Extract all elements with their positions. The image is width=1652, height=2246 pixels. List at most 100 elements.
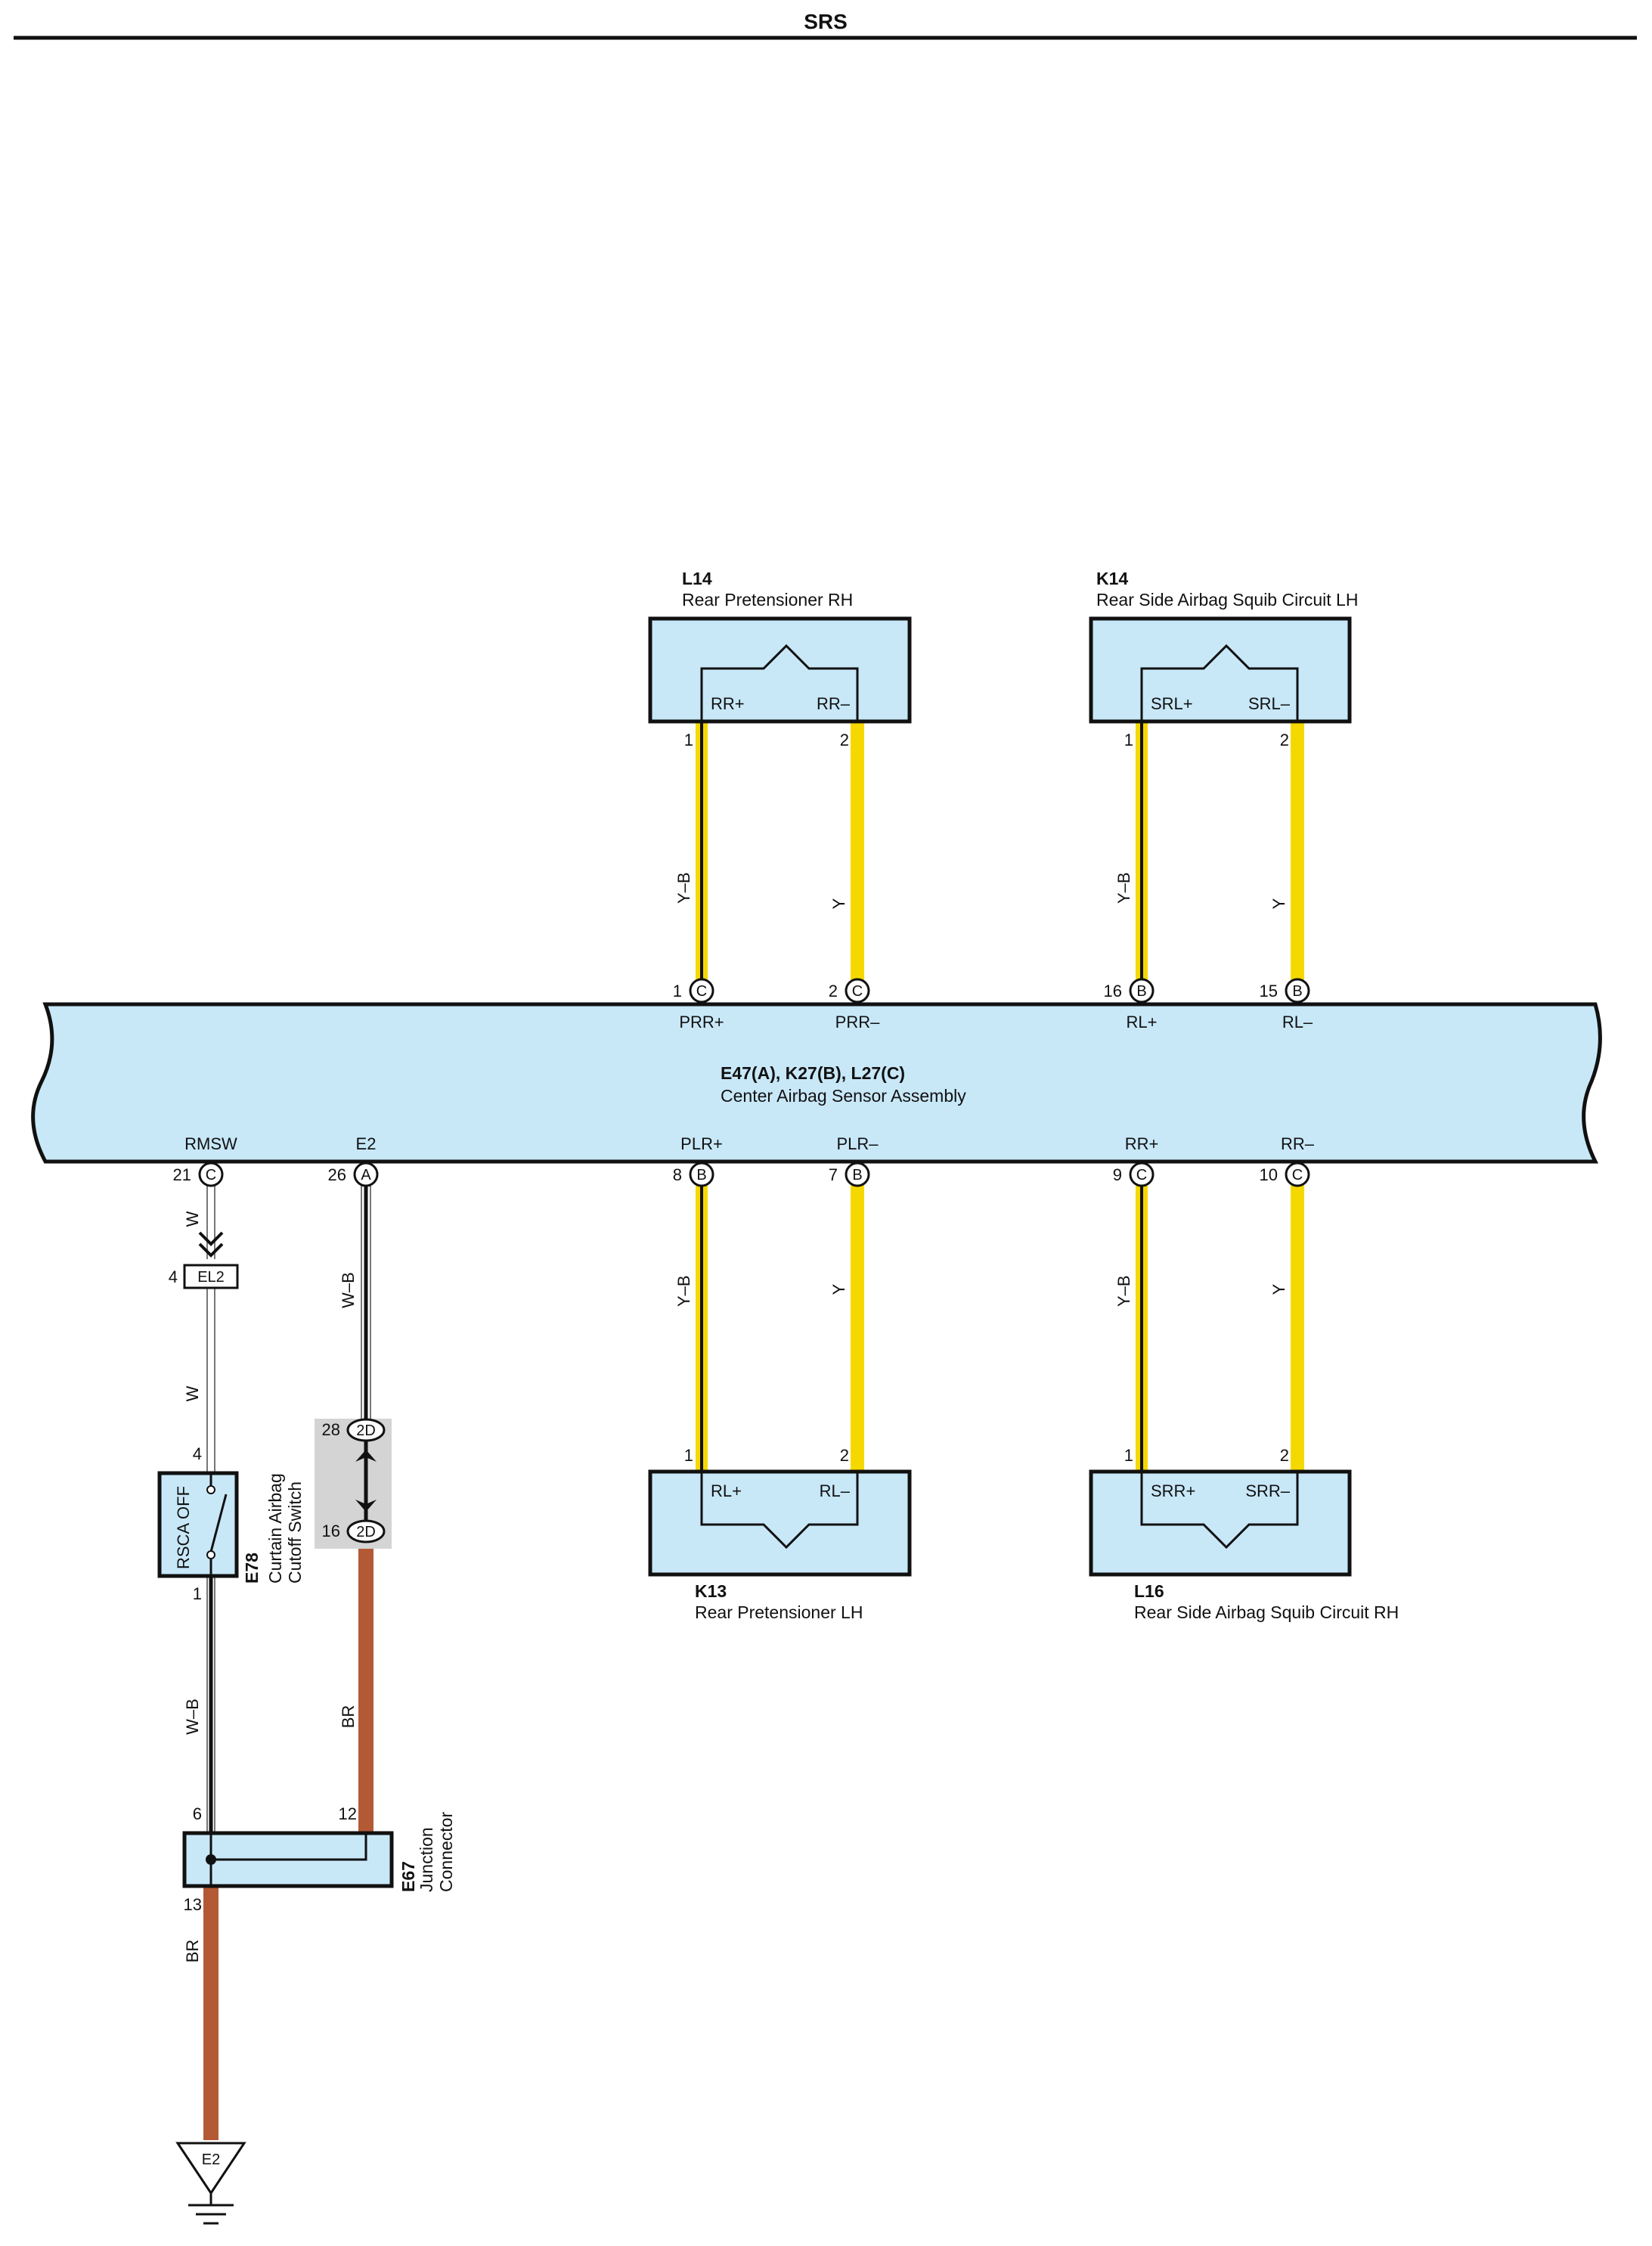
jc-pin-right: 12 — [339, 1804, 357, 1823]
ecu-pin-top-1: C 1 — [673, 978, 714, 1004]
svg-text:16: 16 — [322, 1522, 340, 1540]
svg-text:C: C — [206, 1167, 216, 1183]
k14-pin2: 2 — [1280, 731, 1289, 749]
ecu-code: E47(A), K27(B), L27(C) — [721, 1063, 905, 1083]
l14-name: Rear Pretensioner RH — [682, 590, 853, 610]
k13-term1: RL+ — [711, 1481, 742, 1500]
switch-pin-bottom: 1 — [193, 1584, 202, 1603]
k13-name: Rear Pretensioner LH — [695, 1602, 863, 1622]
ecu-pin-bottom-21: C 21 — [173, 1162, 224, 1187]
svg-text:4: 4 — [169, 1267, 178, 1286]
k13-term2: RL– — [820, 1481, 851, 1500]
k14-code: K14 — [1096, 569, 1128, 588]
svg-text:2D: 2D — [356, 1524, 376, 1540]
svg-text:16: 16 — [1104, 982, 1122, 1000]
ecu-terminal-plr-minus: PLR– — [836, 1134, 879, 1153]
ecu-terminal-prr-minus: PRR– — [835, 1013, 880, 1031]
svg-text:9: 9 — [1113, 1165, 1122, 1184]
l16-pin2: 2 — [1280, 1446, 1289, 1465]
svg-text:21: 21 — [173, 1165, 191, 1184]
svg-text:2D: 2D — [356, 1422, 376, 1439]
k14-pin1: 1 — [1124, 731, 1133, 749]
br-wire-color: BR — [339, 1705, 358, 1729]
l16-code: L16 — [1134, 1581, 1164, 1601]
l16-term2: SRR– — [1245, 1481, 1290, 1500]
svg-text:C: C — [1292, 1167, 1303, 1183]
svg-text:2: 2 — [829, 982, 838, 1000]
svg-text:7: 7 — [829, 1165, 838, 1184]
svg-text:10: 10 — [1260, 1165, 1278, 1184]
k13-wire2-color: Y — [829, 1283, 848, 1295]
svg-text:28: 28 — [322, 1420, 340, 1439]
switch-e78: 4 RSCA OFF 1 E78 Curtain Airbag Cutoff S… — [157, 1444, 305, 1603]
wire-switch-wb — [206, 1576, 215, 1832]
k13-code: K13 — [695, 1581, 727, 1601]
k14-term2: SRL– — [1248, 694, 1291, 713]
l14-wire2-color: Y — [829, 898, 848, 909]
ground-label: E2 — [202, 2151, 220, 2168]
chevron-connector-icon — [198, 1231, 224, 1258]
ecu-terminal-e2: E2 — [356, 1134, 377, 1153]
device-l14: L14 Rear Pretensioner RH RR+ RR– 1 2 Y–B… — [648, 569, 912, 909]
wire-e2-wb — [361, 1184, 371, 1420]
wire-rmsw-w — [206, 1184, 215, 1473]
k13-wire1-color: Y–B — [674, 1275, 693, 1307]
device-k14: K14 Rear Side Airbag Squib Circuit LH SR… — [1089, 569, 1358, 909]
l16-term1: SRR+ — [1151, 1481, 1195, 1500]
svg-text:15: 15 — [1260, 982, 1278, 1000]
ecu-terminal-rmsw: RMSW — [184, 1134, 237, 1153]
ecu-pin-top-15: B 15 — [1260, 978, 1310, 1004]
ecu-terminal-rl-minus: RL– — [1282, 1013, 1313, 1031]
svg-text:B: B — [696, 1167, 706, 1183]
switch-name-1: Curtain Airbag — [265, 1473, 285, 1584]
svg-text:8: 8 — [673, 1165, 682, 1184]
k13-pin2: 2 — [840, 1446, 849, 1465]
jc-name-1: Junction — [417, 1827, 436, 1892]
k14-wire1-color: Y–B — [1114, 872, 1133, 904]
ecu-pin-top-16: B 16 — [1104, 978, 1155, 1004]
k13-pin1: 1 — [684, 1446, 693, 1465]
svg-text:B: B — [1136, 983, 1146, 1000]
l14-term1: RR+ — [711, 694, 745, 713]
device-k13: RL+ RL– 1 2 Y–B Y K13 Rear Pretensioner … — [648, 1275, 912, 1622]
switch-label: RSCA OFF — [174, 1486, 193, 1569]
ecu-pin-bottom-26: A 26 — [328, 1162, 379, 1187]
ecu-terminal-rr-plus: RR+ — [1125, 1134, 1159, 1153]
device-l16: SRR+ SRR– 1 2 Y–B Y L16 Rear Side Airbag… — [1089, 1275, 1399, 1622]
ground-wire-color: BR — [183, 1940, 202, 1963]
svg-text:1: 1 — [673, 982, 682, 1000]
ground-icon: E2 — [175, 2142, 246, 2225]
e2-wire-color: W–B — [339, 1272, 358, 1308]
l14-code: L14 — [682, 569, 712, 588]
svg-text:B: B — [852, 1167, 862, 1183]
ecu-name: Center Airbag Sensor Assembly — [721, 1086, 966, 1106]
connector-el2: EL2 4 — [169, 1264, 239, 1289]
switch-code: E78 — [242, 1553, 262, 1584]
el2-wire-color: W — [183, 1385, 202, 1401]
l16-name: Rear Side Airbag Squib Circuit RH — [1134, 1602, 1399, 1622]
ecu-pin-top-2: C 2 — [829, 978, 870, 1004]
ecu-body — [31, 1002, 1602, 1164]
l14-pin1: 1 — [684, 731, 693, 749]
jc-code: E67 — [398, 1861, 418, 1892]
l14-term2: RR– — [817, 694, 851, 713]
ecu-pin-bottom-10: C 10 — [1260, 1162, 1310, 1187]
jc-pin-left: 6 — [193, 1804, 202, 1823]
svg-text:EL2: EL2 — [197, 1269, 225, 1286]
ecu-pin-bottom-9: C 9 — [1113, 1162, 1155, 1187]
l16-wire1-color: Y–B — [1114, 1275, 1133, 1307]
junction-connector-e67: 6 12 13 E67 Junction Connector — [182, 1804, 456, 1914]
k14-wire2-color: Y — [1269, 898, 1288, 909]
ecu-terminal-plr-plus: PLR+ — [680, 1134, 723, 1153]
svg-text:C: C — [1136, 1167, 1147, 1183]
page-title: SRS — [804, 10, 848, 33]
svg-text:B: B — [1292, 983, 1302, 1000]
switch-name-2: Cutoff Switch — [285, 1481, 305, 1584]
svg-text:C: C — [696, 983, 707, 1000]
switch-wire-color: W–B — [183, 1698, 202, 1735]
jc-name-2: Connector — [436, 1812, 456, 1892]
ecu-terminal-rl-plus: RL+ — [1127, 1013, 1158, 1031]
l16-pin1: 1 — [1124, 1446, 1133, 1465]
svg-text:26: 26 — [328, 1165, 346, 1184]
